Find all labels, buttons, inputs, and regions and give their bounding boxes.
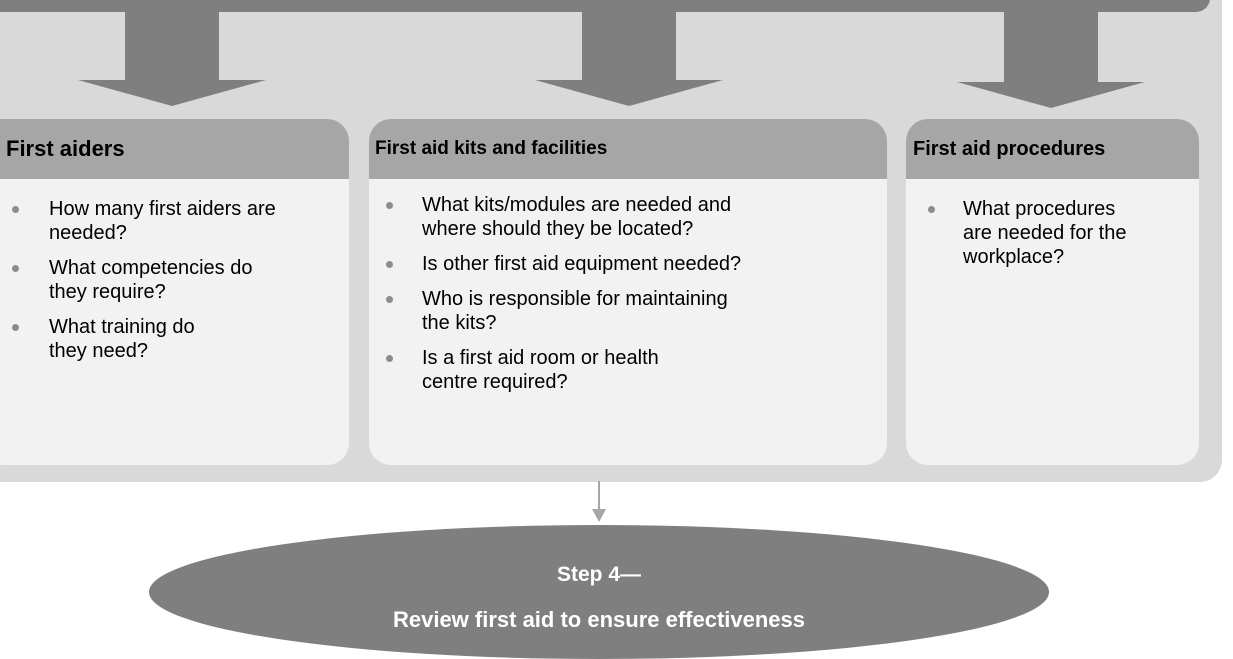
bullet-text: What competencies do they require? (49, 257, 253, 303)
card-header: First aid procedures (906, 119, 1199, 179)
connector-arrow-icon (592, 481, 606, 522)
card-body: How many first aiders are needed? What c… (0, 179, 349, 363)
bullet-list: How many first aiders are needed? What c… (12, 197, 341, 363)
bullet-icon (386, 296, 393, 303)
bullet-text: How many first aiders are needed? (49, 198, 276, 244)
down-arrow-icon (78, 0, 266, 106)
ellipse-shape (149, 525, 1049, 659)
card-title: First aiders (6, 136, 125, 161)
card-body: What kits/modules are needed and where s… (369, 179, 887, 394)
card-header: First aid kits and facilities (369, 119, 887, 179)
card-header: First aiders (0, 119, 349, 179)
bullet-text: What kits/modules are needed and where s… (422, 194, 732, 240)
down-arrow-icon (535, 0, 723, 106)
list-item: What procedures are needed for the workp… (928, 197, 1191, 269)
bullet-text: Is other first aid equipment needed? (422, 253, 742, 275)
list-item: How many first aiders are needed? (12, 197, 341, 245)
list-item: What competencies do they require? (12, 256, 341, 304)
step-number: Step 4— (556, 563, 642, 586)
bullet-text: Who is responsible for maintaining the k… (422, 288, 728, 334)
bullet-icon (12, 206, 19, 213)
bullet-text: What procedures are needed for the workp… (963, 198, 1127, 268)
bullet-icon (12, 265, 19, 272)
bullet-text: Is a first aid room or health centre req… (422, 347, 659, 393)
bullet-icon (928, 206, 935, 213)
bullet-icon (386, 355, 393, 362)
card-body: What procedures are needed for the workp… (906, 179, 1199, 269)
bullet-list: What kits/modules are needed and where s… (386, 193, 879, 394)
down-arrow-icon (957, 0, 1145, 108)
bullet-icon (386, 202, 393, 209)
bullet-icon (386, 261, 393, 268)
list-item: Is other first aid equipment needed? (386, 252, 879, 276)
list-item: Who is responsible for maintaining the k… (386, 287, 879, 335)
bullet-list: What procedures are needed for the workp… (928, 197, 1191, 269)
card-first-aid-procedures: First aid procedures What procedures are… (906, 119, 1199, 465)
step-4-ellipse: Step 4— Review first aid to ensure effec… (149, 525, 1049, 659)
step-title: Review first aid to ensure effectiveness (392, 607, 806, 632)
bullet-icon (12, 324, 19, 331)
card-first-aid-kits: First aid kits and facilities What kits/… (369, 119, 887, 465)
list-item: What kits/modules are needed and where s… (386, 193, 879, 241)
list-item: What training do they need? (12, 315, 341, 363)
list-item: Is a first aid room or health centre req… (386, 346, 879, 394)
card-title: First aid kits and facilities (375, 138, 608, 159)
card-first-aiders: First aiders How many first aiders are n… (0, 119, 349, 465)
bullet-text: What training do they need? (49, 316, 195, 362)
card-title: First aid procedures (913, 137, 1106, 160)
